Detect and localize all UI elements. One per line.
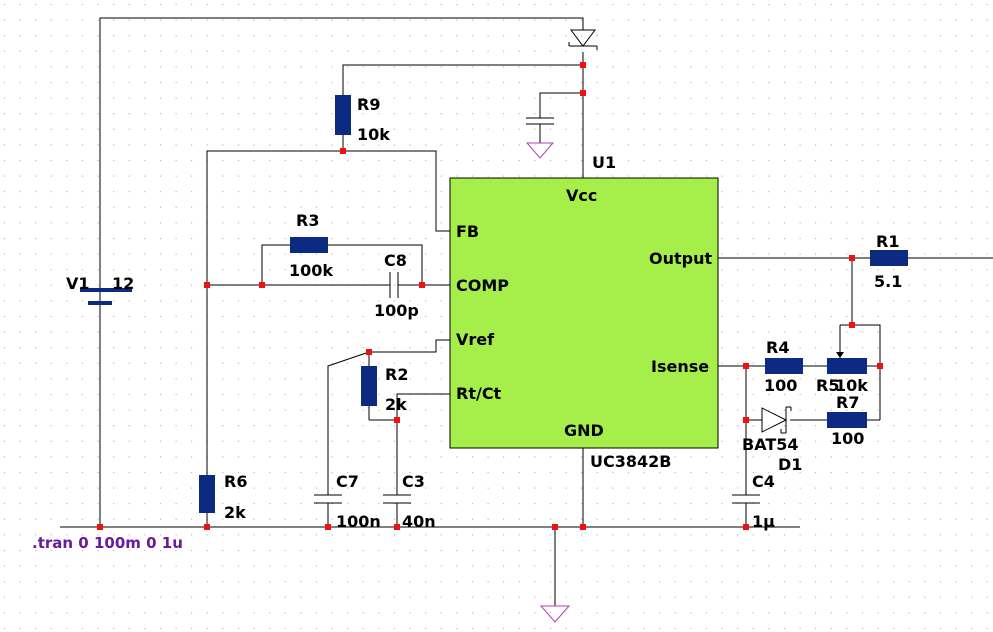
r4-resistor[interactable] [765,358,803,374]
top-diode-symbol[interactable] [568,29,598,50]
ic-part-label: UC3842B [590,452,671,471]
r7-value-label: 100 [831,429,864,448]
ic-pin-vcc: Vcc [566,186,597,205]
r4-ref-label: R4 [766,338,789,357]
ic-pin-vref: Vref [456,330,495,349]
r9-ref-label: R9 [357,95,380,114]
r1-value-label: 5.1 [874,272,902,291]
r5-wiper-arrow [836,352,844,358]
wires [60,17,993,606]
junction-dots [97,62,883,530]
c3-capacitor[interactable] [383,494,411,504]
ic-pin-rtct: Rt/Ct [456,384,502,403]
c8-value-label: 100p [374,301,419,320]
c8-ref-label: C8 [384,251,407,270]
r2-resistor[interactable] [361,366,377,406]
r3-ref-label: R3 [296,211,319,230]
r9-value-label: 10k [357,125,390,144]
d1-schottky-diode[interactable] [761,406,792,434]
vcc-decoupling-capacitor[interactable] [526,117,554,143]
ic-pin-fb: FB [456,222,479,241]
v1-ref-label: V1 [66,274,90,293]
r7-ref-label: R7 [836,393,859,412]
ic-body[interactable] [449,177,719,449]
c7-capacitor[interactable] [314,494,342,504]
r6-value-label: 2k [224,503,246,522]
ic-pin-output: Output [649,249,712,268]
v1-battery-symbol[interactable] [80,288,132,305]
ground-symbol-main [539,605,571,623]
r7-resistor[interactable] [827,412,867,428]
c8-capacitor[interactable] [389,272,399,298]
c3-value-label: 40n [402,512,436,531]
r2-value-label: 2k [385,395,407,414]
v1-value-label: 12 [112,274,134,293]
r9-resistor[interactable] [335,95,351,135]
r5-potentiometer[interactable] [827,358,867,374]
c7-ref-label: C7 [336,472,359,491]
ground-symbol-vcc [525,142,555,159]
r6-ref-label: R6 [224,472,247,491]
c7-value-label: 100n [336,512,381,531]
d1-value-label: BAT54 [742,435,799,454]
c4-capacitor[interactable] [732,494,760,504]
spice-directive[interactable]: .tran 0 100m 0 1u [32,534,183,552]
ic-pin-isense: Isense [651,357,709,376]
r2-ref-label: R2 [385,365,408,384]
d1-ref-label: D1 [778,455,802,474]
ic-ref-label: U1 [592,153,616,172]
ic-pin-gnd: GND [564,421,604,440]
r4-value-label: 100 [764,376,797,395]
r1-ref-label: R1 [876,232,899,251]
r1-resistor[interactable] [870,250,908,266]
r3-resistor[interactable] [290,237,328,253]
c4-ref-label: C4 [752,472,775,491]
r6-resistor[interactable] [199,475,215,513]
ic-pin-comp: COMP [456,276,509,295]
r5-value-label: 10k [835,376,868,395]
r5-ref-label: R5 [816,376,839,395]
r3-value-label: 100k [289,261,333,280]
c3-ref-label: C3 [402,472,425,491]
c4-value-label: 1µ [752,512,775,531]
